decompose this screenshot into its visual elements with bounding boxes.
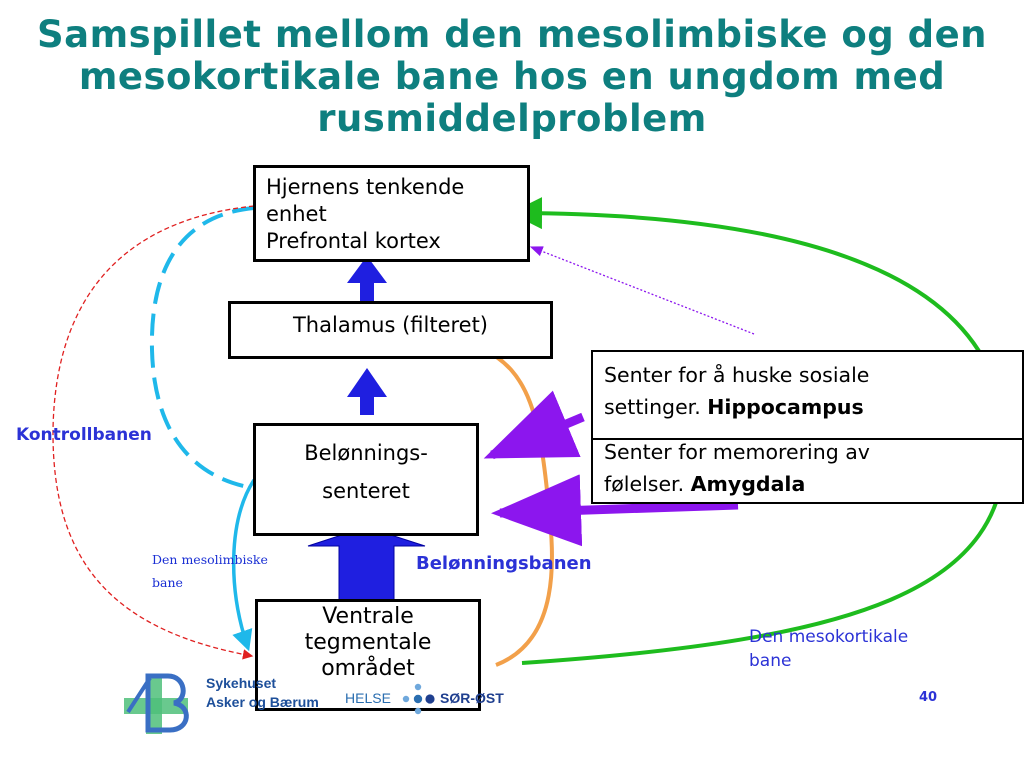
hippocampus-box: Senter for å huske sosiale settinger. Hi… [591, 350, 1024, 440]
up-arrow-thalamus-to-cortex [347, 256, 387, 302]
helse-text: HELSE [345, 690, 391, 706]
helse-dots-icon [402, 683, 435, 715]
sykehuset-line-2: Asker og Bærum [206, 694, 319, 710]
mesocortical-pathway-label: Den mesokortikale bane [749, 625, 979, 673]
thalamus-box: Thalamus (filteret) [228, 301, 553, 359]
hippocampus-line-2: settinger. Hippocampus [604, 391, 1022, 423]
hippocampus-name: Hippocampus [707, 395, 864, 419]
thalamus-label: Thalamus (filteret) [292, 313, 489, 337]
up-arrow-reward-to-thalamus [347, 368, 387, 415]
vta-line-3: området [321, 656, 415, 681]
amygdala-line-1: Senter for memorering av [604, 440, 870, 464]
title-line-2: mesokortikale bane hos en ungdom med [78, 55, 946, 98]
amygdala-line-2: følelser. Amygdala [604, 468, 1022, 500]
sykehuset-logo: Sykehuset Asker og Bærum [120, 668, 330, 736]
cortex-line-3: Prefrontal kortex [266, 229, 441, 253]
control-pathway-label: Kontrollbanen [16, 425, 152, 445]
vta-line-2: tegmentale [304, 630, 432, 655]
slide-title: Samspillet mellom den mesolimbiske og de… [0, 14, 1024, 140]
mesocortical-line-1: Den mesokortikale [749, 627, 909, 647]
reward-center-box: Belønnings- senteret [253, 423, 479, 536]
title-line-3: rusmiddelproblem [317, 97, 707, 140]
helse-sor-ost-logo: HELSE SØR-ØST [345, 680, 525, 720]
vta-line-1: Ventrale [322, 604, 414, 629]
vta-box: Ventrale tegmentale området [255, 599, 481, 711]
amygdala-name: Amygdala [690, 472, 806, 496]
prefrontal-cortex-box: Hjernens tenkende enhet Prefrontal korte… [253, 165, 530, 262]
purple-dotted-arrow [529, 246, 755, 335]
mesolimbic-line-1: Den mesolimbiske [152, 552, 268, 567]
up-arrow-vta-to-reward [307, 526, 426, 602]
mesolimbic-pathway-label: Den mesolimbiske bane [152, 548, 292, 594]
sykehuset-line-1: Sykehuset [206, 675, 277, 691]
sor-ost-text: SØR-ØST [440, 690, 504, 706]
mesolimbic-line-2: bane [152, 575, 183, 590]
hippocampus-purple-arrow [483, 390, 585, 460]
cortex-line-2: enhet [266, 202, 327, 226]
amygdala-line-2-text: følelser. [604, 472, 691, 496]
reward-line-2: senteret [322, 479, 410, 503]
reward-line-1: Belønnings- [304, 441, 428, 465]
reward-orange-path [481, 347, 554, 667]
title-line-1: Samspillet mellom den mesolimbiske og de… [36, 13, 988, 56]
page-number: 40 [919, 690, 938, 705]
sykehuset-emblem-icon [124, 673, 189, 734]
mesolimbic-cyan-arrow [232, 479, 256, 652]
cortex-line-1: Hjernens tenkende [266, 175, 465, 199]
reward-pathway-label: Belønningsbanen [416, 553, 592, 574]
mesocortical-line-2: bane [749, 651, 792, 671]
amygdala-purple-arrow [491, 474, 739, 547]
amygdala-box: Senter for memorering av følelser. Amygd… [591, 430, 1024, 504]
control-dashed-path [149, 206, 255, 489]
hippocampus-line-1: Senter for å huske sosiale [604, 363, 870, 387]
hippocampus-line-2-text: settinger. [604, 395, 708, 419]
red-dashed-loop [52, 205, 255, 660]
